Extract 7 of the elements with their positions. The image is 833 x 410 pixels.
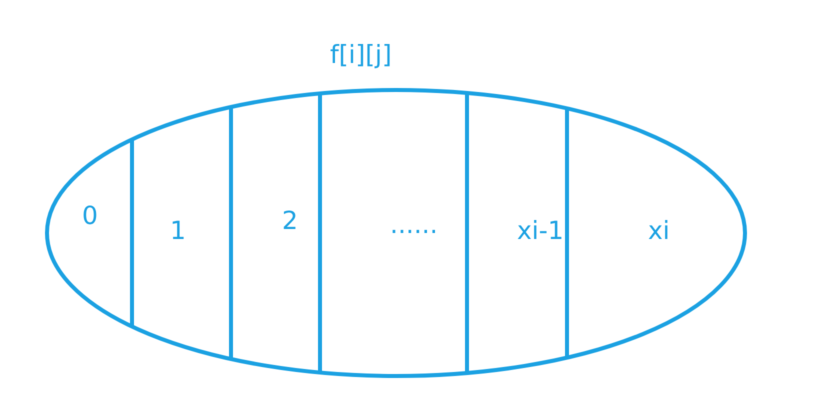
set-label: f[i][j] [330, 42, 392, 67]
segment-label: ...... [390, 212, 438, 237]
segment-label: 1 [170, 218, 186, 243]
segment-label: xi-1 [517, 218, 564, 243]
segment-label: 0 [82, 203, 98, 228]
segment-label: 2 [282, 208, 298, 233]
segment-label: xi [648, 218, 670, 243]
